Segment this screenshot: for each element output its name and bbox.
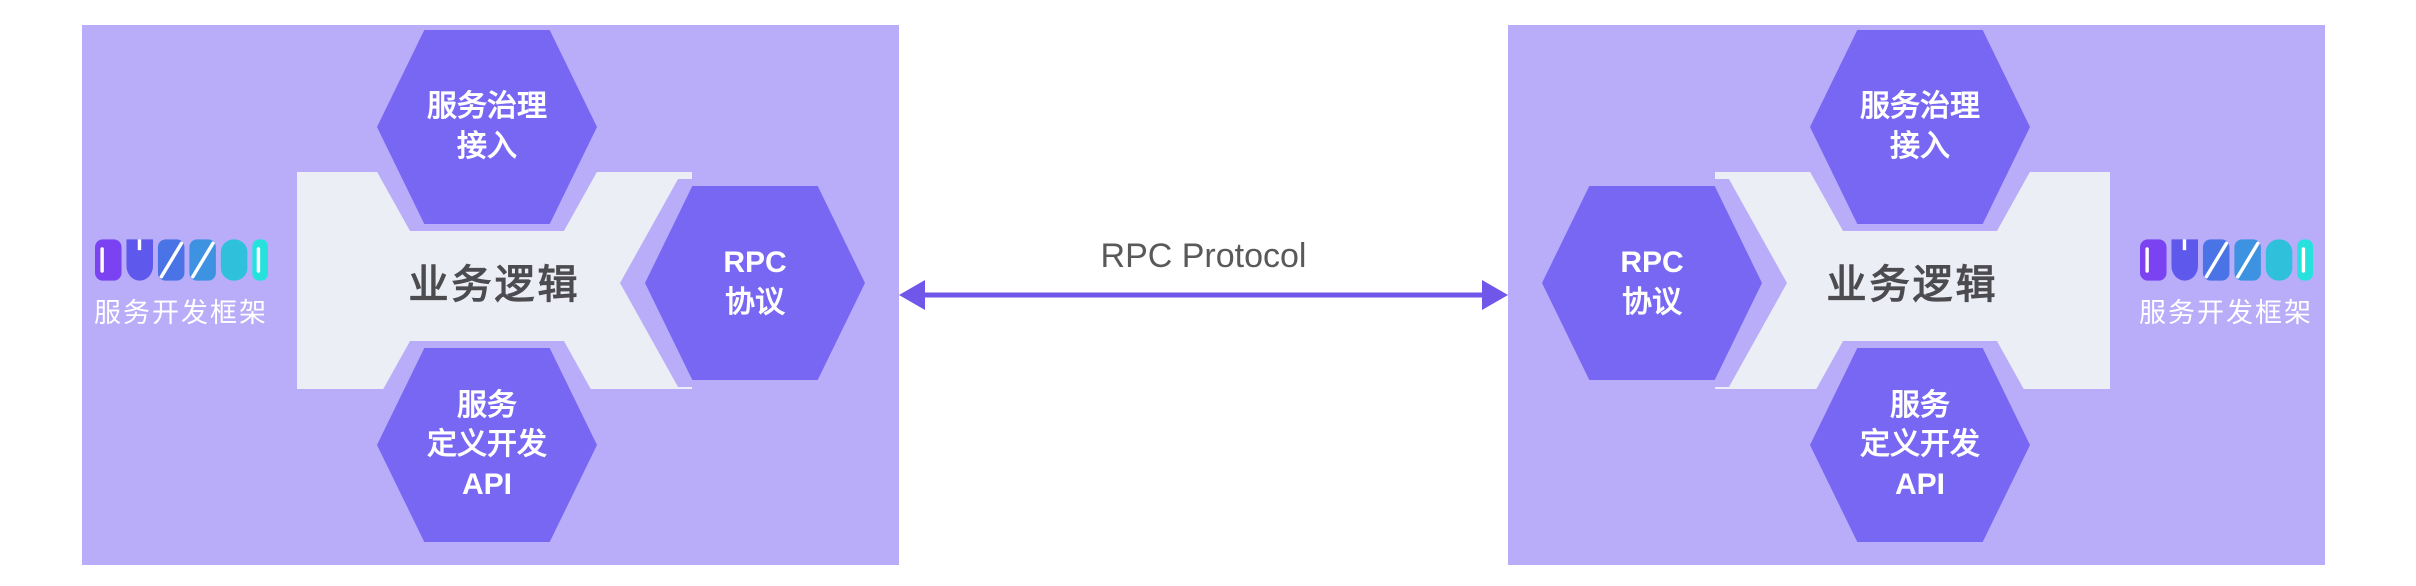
dubbo-logo-icon [94, 239, 268, 281]
rpc-protocol-label: RPC Protocol [1100, 237, 1307, 275]
governance-hexagon-label: 服务治理 接入 [1860, 90, 1980, 163]
dubbo-logo-text: DUBBO [181, 281, 182, 282]
right-dubbo-panel: 业务逻辑 服务治理 接入 RPC 协议 服务 定义开发 API [1508, 25, 2325, 565]
rpc-protocol-hexagon-shape: RPC 协议 [1542, 186, 1762, 380]
left-dubbo-panel: 业务逻辑 服务治理 接入 RPC 协议 服务 定义开发 API [82, 25, 899, 565]
api-hexagon-shape: 服务 定义开发 API [377, 348, 597, 542]
arrow-line [919, 292, 1488, 298]
governance-hexagon: 服务治理 接入 [352, 25, 622, 231]
dubbo-brand: DUBBO 服务开发框架 [2135, 239, 2317, 330]
dubbo-logo-text: DUBBO [2226, 281, 2227, 282]
rpc-protocol-connector: RPC Protocol [899, 238, 1508, 310]
rpc-protocol-hexagon-label: RPC 协议 [723, 246, 787, 319]
rpc-protocol-hexagon: RPC 协议 [1517, 179, 1787, 387]
brand-subtitle: 服务开发框架 [94, 298, 268, 328]
dubbo-brand: DUBBO 服务开发框架 [90, 239, 272, 330]
governance-hexagon-shape: 服务治理 接入 [377, 30, 597, 224]
rpc-protocol-hexagon-shape: RPC 协议 [645, 186, 865, 380]
governance-hexagon: 服务治理 接入 [1785, 25, 2055, 231]
brand-subtitle: 服务开发框架 [2139, 298, 2313, 328]
api-hexagon-label: 服务 定义开发 API [1860, 388, 1980, 501]
rpc-protocol-hexagon: RPC 协议 [620, 179, 890, 387]
business-logic-label: 业务逻辑 [1826, 262, 1999, 307]
governance-hexagon-label: 服务治理 接入 [427, 90, 547, 163]
dubbo-logo-icon [2139, 239, 2313, 281]
double-arrow-icon [899, 280, 1508, 310]
business-logic-label: 业务逻辑 [408, 262, 581, 307]
governance-hexagon-shape: 服务治理 接入 [1810, 30, 2030, 224]
api-hexagon: 服务 定义开发 API [352, 341, 622, 549]
api-hexagon-shape: 服务 定义开发 API [1810, 348, 2030, 542]
api-hexagon-label: 服务 定义开发 API [427, 388, 547, 501]
rpc-protocol-hexagon-label: RPC 协议 [1620, 246, 1684, 319]
arrow-head-right-icon [1482, 280, 1508, 310]
api-hexagon: 服务 定义开发 API [1785, 341, 2055, 549]
